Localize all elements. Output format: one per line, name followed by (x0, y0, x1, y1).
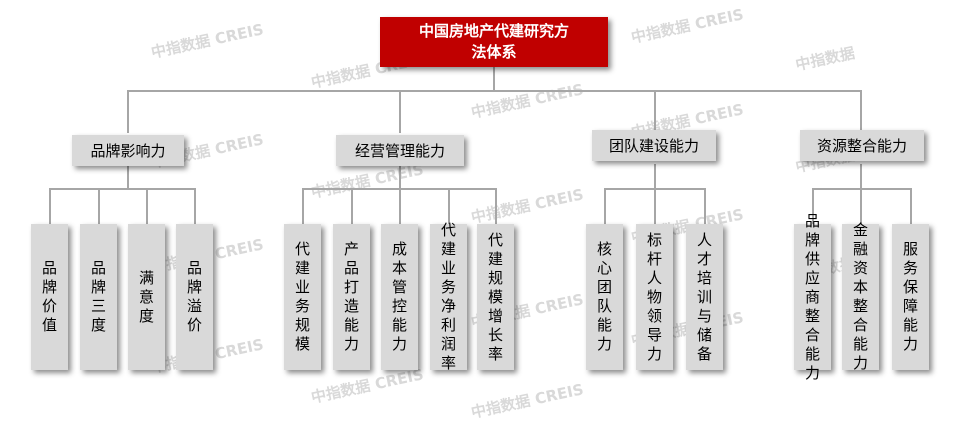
leaf-node: 代建规模增长率 (477, 224, 514, 370)
connector-line (98, 188, 100, 224)
leaf-node: 成本管控能力 (381, 224, 418, 370)
connector-line (194, 188, 196, 224)
leaf-node: 服务保障能力 (892, 224, 929, 370)
category-node: 资源整合能力 (800, 130, 924, 161)
leaf-label: 服务保障能力 (902, 240, 918, 353)
leaf-node: 满意度 (128, 224, 165, 370)
connector-line (654, 188, 656, 224)
connector-line (146, 188, 148, 224)
leaf-node: 品牌供应商整合能力 (794, 212, 831, 382)
leaf-label: 代建规模增长率 (487, 230, 503, 363)
connector-line (49, 188, 196, 190)
connector-line (302, 188, 304, 224)
watermark: 中指数据 CREIS (629, 5, 746, 47)
connector-line (127, 164, 129, 189)
leaf-node: 核心团队能力 (586, 224, 623, 370)
watermark: 中指数据 (793, 43, 857, 75)
leaf-label: 核心团队能力 (596, 240, 612, 353)
connector-line (860, 90, 862, 133)
leaf-node: 代建业务规模 (284, 224, 321, 370)
watermark: 中指数据 CREIS (149, 20, 266, 62)
leaf-node: 品牌溢价 (176, 224, 213, 370)
leaf-node: 人才培训与储备 (686, 224, 723, 370)
connector-line (495, 188, 497, 224)
root-title-line-1: 中国房地产代建研究方 (418, 22, 569, 40)
connector-line (654, 164, 656, 189)
leaf-label: 品牌供应商整合能力 (804, 211, 820, 382)
leaf-label: 产品打造能力 (343, 240, 359, 353)
leaf-label: 标杆人物领导力 (646, 230, 662, 363)
leaf-label: 成本管控能力 (391, 240, 407, 353)
connector-line (860, 164, 862, 189)
leaf-node: 品牌价值 (31, 224, 68, 370)
connector-line (399, 164, 401, 189)
connector-line (604, 188, 606, 224)
leaf-node: 产品打造能力 (333, 224, 370, 370)
connector-line (351, 188, 353, 224)
connector-line (448, 188, 450, 224)
leaf-label: 人才培训与储备 (696, 230, 712, 363)
leaf-label: 代建业务规模 (294, 240, 310, 353)
root-node: 中国房地产代建研究方 法体系 (380, 17, 608, 67)
connector-line (812, 188, 814, 224)
leaf-node: 标杆人物领导力 (636, 224, 673, 370)
leaf-label: 品牌溢价 (186, 259, 202, 334)
connector-line (399, 90, 401, 133)
leaf-node: 品牌三度 (80, 224, 117, 370)
connector-line (127, 90, 129, 133)
leaf-label: 品牌三度 (90, 259, 106, 334)
category-node: 品牌影响力 (72, 135, 184, 166)
leaf-label: 金融资本整合能力 (852, 221, 868, 372)
category-node: 团队建设能力 (592, 130, 716, 161)
root-title-line-2: 法体系 (471, 43, 517, 61)
leaf-node: 代建业务净利润率 (430, 221, 467, 372)
connector-line (399, 188, 401, 224)
leaf-label: 品牌价值 (41, 259, 57, 334)
connector-line (704, 188, 706, 224)
connector-line (49, 188, 51, 224)
connector-line (860, 188, 862, 224)
connector-line (812, 188, 912, 190)
connector-line (910, 188, 912, 224)
watermark: 中指数据 CREIS (469, 380, 586, 422)
leaf-node: 金融资本整合能力 (842, 221, 879, 372)
leaf-label: 满意度 (138, 268, 154, 325)
connector-line (127, 90, 862, 92)
connector-line (654, 90, 656, 133)
connector-line (493, 67, 495, 91)
category-node: 经营管理能力 (336, 135, 464, 166)
watermark: 中指数据 CREIS (469, 80, 586, 122)
leaf-label: 代建业务净利润率 (440, 221, 456, 372)
